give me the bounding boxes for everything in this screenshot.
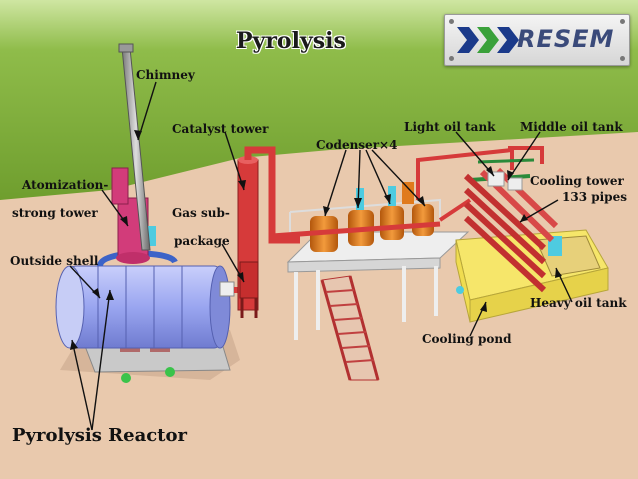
label-middle-oil-tank: Middle oil tank xyxy=(520,120,623,134)
label-codenser: Codenser×4 xyxy=(316,138,397,152)
label-cooling-tower-line1: Cooling tower xyxy=(530,174,624,188)
label-heavy-oil-tank: Heavy oil tank xyxy=(530,296,627,310)
screw-icon xyxy=(449,19,454,24)
resem-logo: RESEM xyxy=(444,14,630,66)
label-chimney: Chimney xyxy=(136,68,195,82)
chevron-arrows-icon xyxy=(457,25,521,55)
page-title: Pyrolysis xyxy=(236,28,346,54)
label-pyrolysis-reactor: Pyrolysis Reactor xyxy=(12,426,187,446)
label-outside-shell: Outside shell xyxy=(10,254,98,268)
label-gas-sub-line1: Gas sub- xyxy=(172,206,230,220)
label-light-oil-tank: Light oil tank xyxy=(404,120,496,134)
label-atomization-line2: strong tower xyxy=(12,206,98,220)
label-catalyst-tower: Catalyst tower xyxy=(172,122,269,136)
screw-icon xyxy=(620,19,625,24)
label-atomization-line1: Atomization- xyxy=(22,178,108,192)
screw-icon xyxy=(620,56,625,61)
label-cooling-pond: Cooling pond xyxy=(422,332,511,346)
logo-text: RESEM xyxy=(517,25,614,53)
screw-icon xyxy=(449,56,454,61)
label-gas-sub-line2: package xyxy=(174,234,230,248)
label-cooling-tower-line2: 133 pipes xyxy=(562,190,627,204)
